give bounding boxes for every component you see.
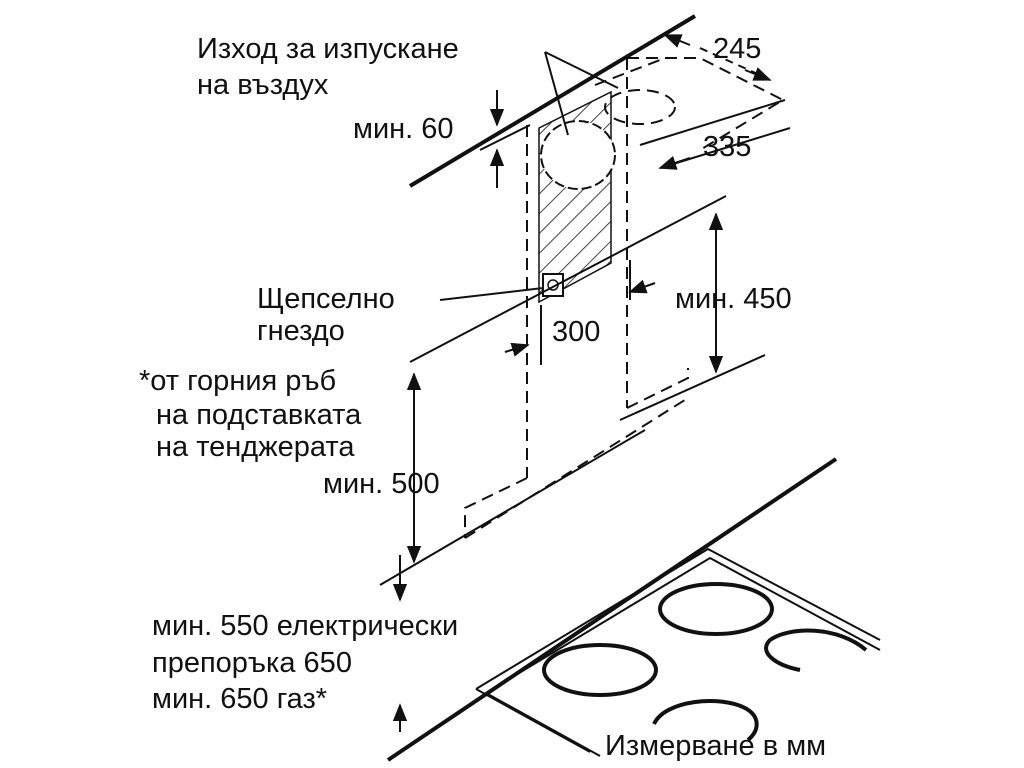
cooking-zone-front-left xyxy=(542,643,658,697)
cooking-zones xyxy=(542,582,868,742)
dimension-335 xyxy=(639,99,791,170)
exhaust-opening xyxy=(540,120,616,190)
units-label: Измерване в мм xyxy=(605,730,827,762)
min-60-label: мин. 60 xyxy=(353,113,454,145)
clearance-label-line1: мин. 550 електрически xyxy=(152,610,459,642)
min-500-label: мин. 500 xyxy=(323,468,440,500)
dimension-300 xyxy=(504,260,656,365)
exhaust-label-line2: на въздух xyxy=(197,69,329,101)
ceiling-line xyxy=(408,14,697,188)
dimension-min-500 xyxy=(379,372,646,586)
dim-335-label: 335 xyxy=(703,131,752,163)
exhaust-label-line1: Изход за изпускане xyxy=(197,33,459,65)
cooktop-edge-line xyxy=(386,457,838,762)
dim-300-label: 300 xyxy=(552,316,601,348)
note-label-line1: *от горния ръб xyxy=(139,365,337,397)
socket-label-line1: Щепселно xyxy=(257,283,395,315)
min-450-label: мин. 450 xyxy=(675,283,792,315)
cooking-zone-front-right xyxy=(652,699,759,742)
clearance-label-line2: препоръка 650 xyxy=(152,647,352,679)
cooking-zone-rear-right xyxy=(764,628,868,672)
note-label-line3: на тенджерата xyxy=(156,431,355,463)
note-label-line2: на подставката xyxy=(156,399,362,431)
dim-245-label: 245 xyxy=(713,33,762,65)
socket-label-line2: гнездо xyxy=(257,315,345,347)
cooktop xyxy=(475,547,881,757)
cooking-zone-rear-left xyxy=(658,582,774,636)
dimension-min-60 xyxy=(479,90,531,188)
clearance-label-line3: мин. 650 газ* xyxy=(152,683,328,715)
socket-symbol xyxy=(542,273,564,297)
dimension-245 xyxy=(663,34,772,81)
dimension-min-450 xyxy=(409,195,766,421)
leader-lines xyxy=(439,51,619,301)
